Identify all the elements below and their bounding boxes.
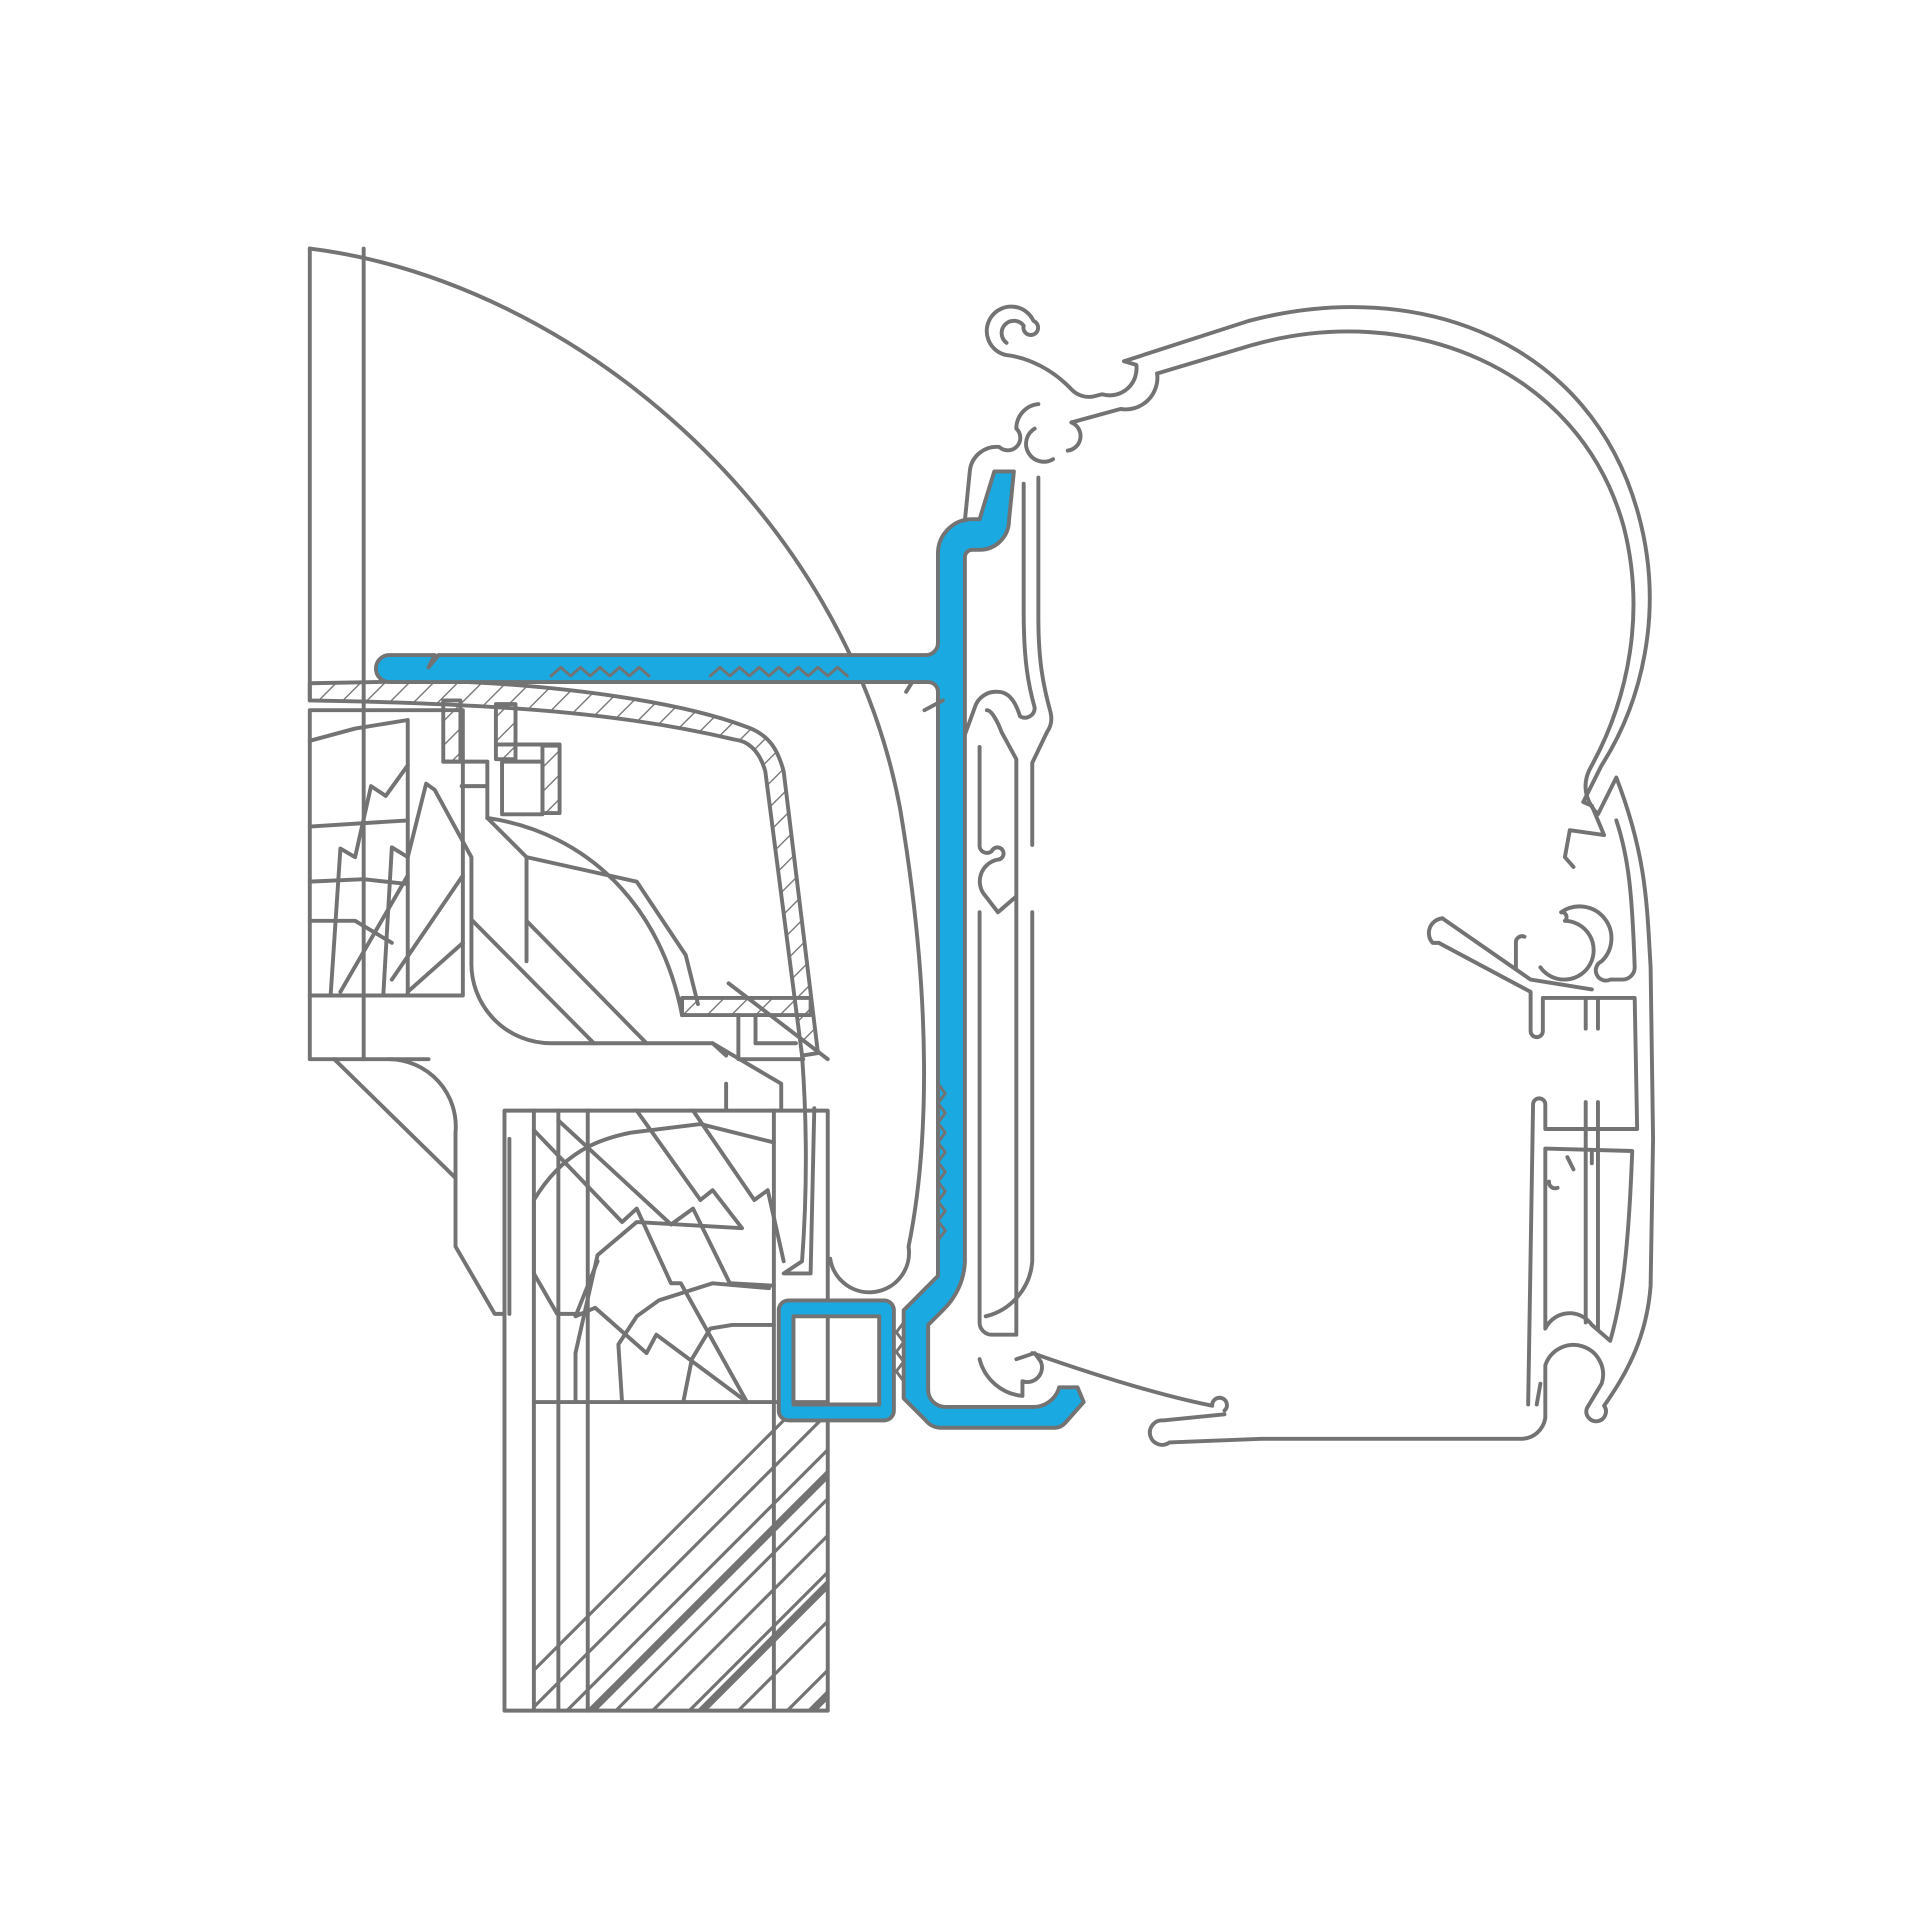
roof-trim bbox=[307, 678, 830, 1276]
roof-curve bbox=[307, 246, 926, 1295]
awning-cassette bbox=[962, 304, 1656, 1447]
awning-adapter-rail bbox=[373, 469, 1086, 1430]
wall-panel-block bbox=[502, 1108, 830, 1713]
vehicle-wall-profile bbox=[307, 246, 926, 1316]
